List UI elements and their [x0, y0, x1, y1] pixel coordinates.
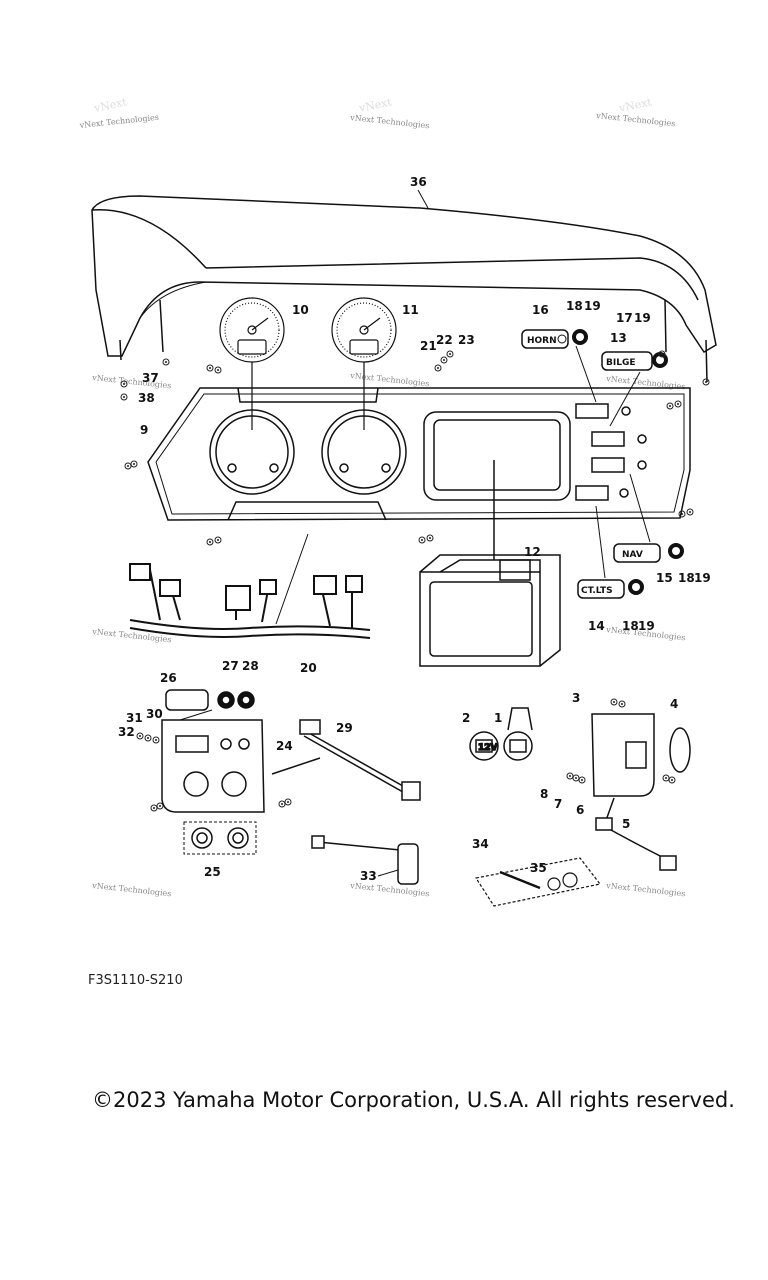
- svg-text:23: 23: [458, 333, 475, 347]
- svg-text:22: 22: [436, 333, 453, 347]
- svg-text:18: 18: [566, 299, 583, 313]
- horn-switch: HORN: [521, 329, 597, 403]
- svg-text:17: 17: [616, 311, 633, 325]
- svg-text:18: 18: [622, 619, 639, 633]
- sub-harness-5: [595, 817, 677, 871]
- multi-function-display: [419, 460, 561, 667]
- dash-cover: [91, 195, 717, 383]
- svg-text:15: 15: [656, 571, 673, 585]
- svg-text:2: 2: [462, 711, 470, 725]
- sub-panel: [161, 689, 265, 813]
- svg-text:29: 29: [336, 721, 353, 735]
- svg-text:10: 10: [292, 303, 309, 317]
- svg-text:4: 4: [670, 697, 678, 711]
- svg-text:13: 13: [610, 331, 627, 345]
- watermark: vNext Technologies: [91, 373, 172, 390]
- watermark: vNext Technologies: [78, 113, 159, 130]
- sub-wire-harness: [271, 719, 421, 801]
- svg-text:19: 19: [584, 299, 601, 313]
- svg-text:25: 25: [204, 865, 221, 879]
- watermark: vNext Technologies: [349, 881, 430, 898]
- svg-text:18: 18: [678, 571, 695, 585]
- svg-text:NAV: NAV: [622, 550, 643, 560]
- copyright-notice: ©2023 Yamaha Motor Corporation, U.S.A. A…: [92, 1088, 735, 1112]
- svg-text:11: 11: [402, 303, 419, 317]
- diagram-code: F3S1110-S210: [88, 973, 183, 988]
- svg-text:37: 37: [142, 371, 159, 385]
- svg-text:32: 32: [118, 725, 135, 739]
- svg-text:7: 7: [554, 797, 562, 811]
- dash-panel: [147, 387, 691, 521]
- svg-text:26: 26: [160, 671, 177, 685]
- svg-text:24: 24: [276, 739, 293, 753]
- svg-text:5: 5: [622, 817, 630, 831]
- svg-text:6: 6: [576, 803, 584, 817]
- svg-text:36: 36: [410, 175, 427, 189]
- svg-text:28: 28: [242, 659, 259, 673]
- svg-text:19: 19: [694, 571, 711, 585]
- svg-text:9: 9: [140, 423, 148, 437]
- svg-text:20: 20: [300, 661, 317, 675]
- watermarks: vNext vNext Technologies vNext vNext Tec…: [78, 95, 685, 898]
- svg-text:12: 12: [524, 545, 541, 559]
- svg-text:21: 21: [420, 339, 437, 353]
- svg-text:19: 19: [634, 311, 651, 325]
- main-wire-harness: [129, 533, 371, 639]
- speedometer-gauge: [219, 297, 285, 430]
- svg-text:14: 14: [588, 619, 605, 633]
- svg-text:33: 33: [360, 869, 377, 883]
- lanyard-kit: [475, 857, 602, 907]
- watermark: vNext Technologies: [91, 627, 172, 644]
- svg-text:16: 16: [532, 303, 549, 317]
- svg-text:19: 19: [638, 619, 655, 633]
- nav-switch: NAV: [613, 473, 684, 563]
- svg-text:CT.LTS: CT.LTS: [581, 586, 613, 596]
- svg-text:27: 27: [222, 659, 239, 673]
- svg-text:31: 31: [126, 711, 143, 725]
- buzzer: [311, 835, 419, 885]
- callout-numbers: 36 10 11 16 18 19 17 19 13 21 22 23 37 3…: [118, 175, 711, 883]
- svg-text:12V: 12V: [478, 743, 498, 753]
- tachometer-gauge: [331, 297, 397, 430]
- watermark: vNext Technologies: [605, 881, 686, 898]
- ct-lts-switch: CT.LTS: [577, 505, 644, 599]
- parts-diagram: vNext vNext Technologies vNext vNext Tec…: [78, 95, 717, 907]
- svg-text:8: 8: [540, 787, 548, 801]
- usb-and-12v-sockets: 12V: [469, 707, 533, 761]
- svg-text:vNext: vNext: [92, 95, 129, 115]
- watermark: vNext Technologies: [349, 371, 430, 388]
- control-box: [591, 713, 691, 827]
- svg-text:3: 3: [572, 691, 580, 705]
- svg-text:35: 35: [530, 861, 547, 875]
- watermark: vNext Technologies: [595, 111, 676, 128]
- bilge-switch: BILGE: [601, 351, 668, 427]
- svg-text:vNext: vNext: [357, 95, 394, 115]
- svg-text:HORN: HORN: [527, 336, 557, 346]
- svg-text:vNext: vNext: [617, 95, 654, 115]
- watermark: vNext Technologies: [349, 113, 430, 130]
- svg-text:34: 34: [472, 837, 489, 851]
- svg-text:1: 1: [494, 711, 502, 725]
- svg-text:38: 38: [138, 391, 155, 405]
- watermark: vNext Technologies: [91, 881, 172, 898]
- switch-knobs: [183, 821, 257, 855]
- svg-text:BILGE: BILGE: [606, 358, 635, 368]
- svg-text:30: 30: [146, 707, 163, 721]
